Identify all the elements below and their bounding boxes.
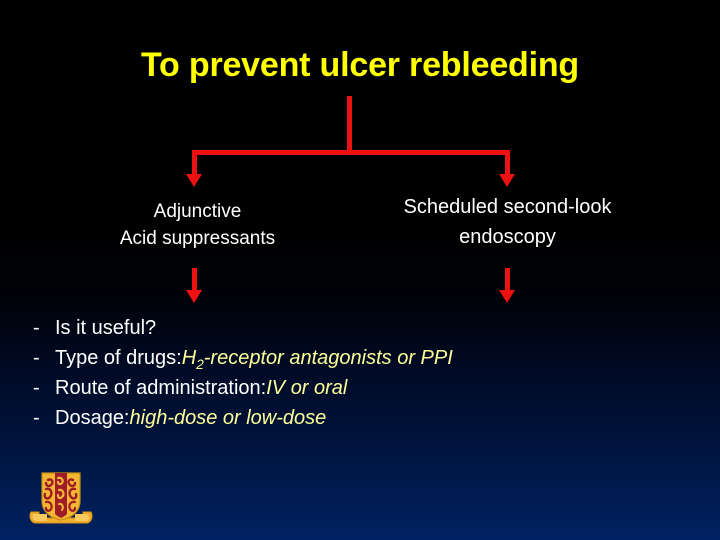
bullet-emphasis: high-dose or low-dose — [129, 407, 327, 429]
bullet-marker: - — [33, 407, 40, 429]
list-item: - Dosage: high-dose or low-dose — [33, 407, 693, 437]
list-item: - Is it useful? — [33, 317, 693, 347]
bullet-emphasis: IV or oral — [266, 377, 348, 399]
branch-right-line1: Scheduled second-look — [403, 196, 612, 218]
arrowhead-down-icon-left-lower — [186, 290, 202, 303]
branch-left-line1: Adjunctive — [153, 201, 242, 222]
connector-drop-right — [505, 150, 510, 176]
branch-left-line2: Acid suppressants — [119, 228, 276, 249]
list-item: - Type of drugs: H2-receptor antagonists… — [33, 347, 693, 377]
bullet-emphasis-pre: H — [181, 347, 197, 369]
bullet-label: Type of drugs: — [55, 347, 182, 369]
bullet-marker: - — [33, 347, 40, 369]
arrowhead-down-icon-left-upper — [186, 174, 202, 187]
arrowhead-down-icon-right-upper — [499, 174, 515, 187]
bullet-emphasis-post: -receptor antagonists or PPI — [203, 347, 453, 369]
branch-right-label: Scheduled second-look endoscopy — [360, 192, 655, 252]
connector-stem-left-lower — [192, 268, 197, 292]
list-item: - Route of administration: IV or oral — [33, 377, 693, 407]
bullet-emphasis: H2-receptor antagonists or PPI — [182, 347, 453, 372]
bullet-label: Dosage: — [55, 407, 130, 429]
bullet-label: Route of administration: — [55, 377, 267, 399]
connector-drop-left — [192, 150, 197, 176]
connector-stem-right-lower — [505, 268, 510, 292]
cuhk-crest-icon — [29, 472, 93, 524]
branch-left-label: Adjunctive Acid suppressants — [85, 198, 310, 252]
bullet-marker: - — [33, 377, 40, 399]
branch-right-line2: endoscopy — [459, 226, 556, 248]
arrowhead-down-icon-right-lower — [499, 290, 515, 303]
connector-stem-vertical — [347, 96, 352, 154]
bullet-list: - Is it useful? - Type of drugs: H2-rece… — [33, 317, 693, 437]
bullet-emphasis-subscript: 2 — [196, 357, 204, 372]
bullet-marker: - — [33, 317, 40, 339]
connector-horizontal-bar — [192, 150, 510, 155]
page-title: To prevent ulcer rebleeding — [141, 46, 579, 84]
bullet-label: Is it useful? — [55, 317, 157, 339]
